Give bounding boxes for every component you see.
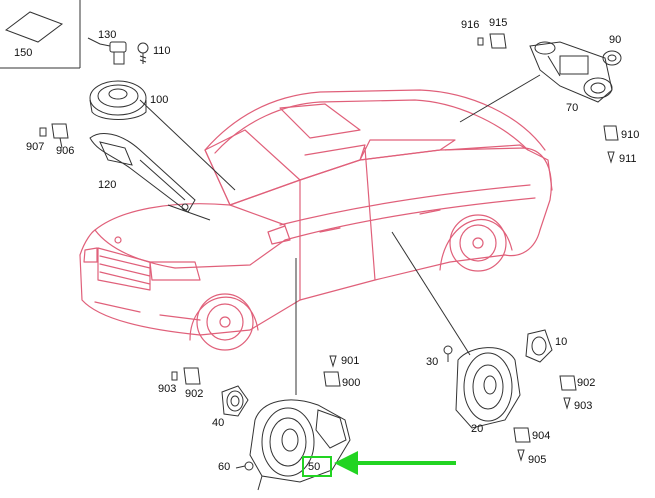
inset-frame <box>0 0 81 69</box>
part-20-woofer <box>455 347 521 429</box>
part-40-tweeter <box>221 385 249 417</box>
part-label-10: 10 <box>555 336 568 348</box>
part-label-100: 100 <box>150 94 169 106</box>
part-110-screw <box>137 42 149 64</box>
part-label-916: 916 <box>461 19 480 31</box>
part-10-tweeter <box>525 329 553 363</box>
part-label-902-left: 902 <box>185 388 204 400</box>
part-130-connector <box>87 37 127 65</box>
part-label-130: 130 <box>98 29 117 41</box>
part-902-903-connector-right <box>559 375 577 410</box>
part-label-906: 906 <box>56 145 75 157</box>
part-60-screw <box>235 461 254 471</box>
part-label-915: 915 <box>489 17 508 29</box>
leader-lines <box>139 74 541 395</box>
part-910-911-connector <box>603 125 619 164</box>
part-915-916-connector <box>477 33 507 49</box>
part-50-highlight-box <box>302 456 332 477</box>
part-label-901: 901 <box>341 355 360 367</box>
part-120-door-trim <box>89 133 196 213</box>
part-label-150: 150 <box>14 47 33 59</box>
part-903-902-connector <box>171 367 201 385</box>
part-label-20: 20 <box>471 423 484 435</box>
part-label-904: 904 <box>532 430 551 442</box>
part-label-902-right: 902 <box>577 377 596 389</box>
part-904-905-connector <box>513 427 531 462</box>
part-label-90: 90 <box>609 34 622 46</box>
part-label-60: 60 <box>218 461 231 473</box>
part-label-40: 40 <box>212 417 225 429</box>
part-70-tweeter-bracket <box>529 41 613 103</box>
part-label-911: 911 <box>619 153 637 165</box>
part-907-906-connectors <box>39 123 69 149</box>
part-90-tweeter <box>602 50 622 66</box>
part-label-903-left: 903 <box>158 383 177 395</box>
part-label-900: 900 <box>342 377 361 389</box>
part-901-900-connector <box>323 355 341 387</box>
part-label-50: 50 <box>308 461 321 473</box>
part-label-903-right: 903 <box>574 400 593 412</box>
part-label-910: 910 <box>621 129 640 141</box>
part-label-905: 905 <box>528 454 547 466</box>
highlight-arrow <box>334 451 456 475</box>
part-label-120: 120 <box>98 179 117 191</box>
part-label-30: 30 <box>426 356 439 368</box>
part-30-screw <box>443 345 453 362</box>
part-50-woofer <box>249 399 351 491</box>
part-label-110: 110 <box>153 45 171 57</box>
part-100-speaker <box>89 80 147 120</box>
part-label-907: 907 <box>26 141 45 153</box>
car-outline <box>79 89 553 351</box>
part-label-70: 70 <box>566 102 579 114</box>
